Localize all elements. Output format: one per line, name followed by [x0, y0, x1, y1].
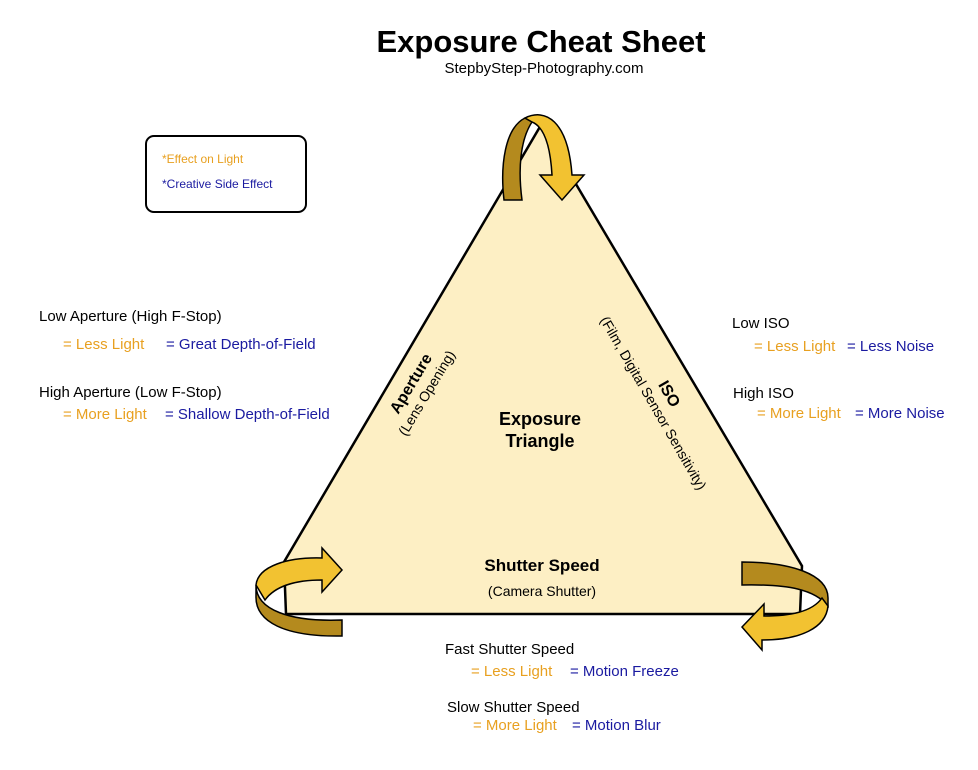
slow-shutter-light: = More Light [473, 717, 557, 734]
page-title: Exposure Cheat Sheet [376, 24, 706, 59]
high-aperture-light: = More Light [63, 406, 147, 423]
slow-shutter-creative: = Motion Blur [572, 717, 661, 734]
high-aperture-creative: = Shallow Depth-of-Field [165, 406, 330, 423]
low-iso-creative: = Less Noise [847, 338, 935, 355]
legend-box [145, 135, 307, 213]
fast-shutter-heading: Fast Shutter Speed [445, 641, 575, 658]
high-aperture-heading: High Aperture (Low F-Stop) [39, 384, 222, 401]
triangle-center-line1: Exposure [498, 409, 582, 429]
exposure-triangle [282, 122, 804, 616]
shutter-sub-label: (Camera Shutter) [487, 583, 597, 599]
legend-creative-side-effect: *Creative Side Effect [162, 177, 273, 191]
high-iso-creative: = More Noise [855, 405, 945, 422]
low-iso-light: = Less Light [754, 338, 836, 355]
bottom-left-cycle-arrow-icon [255, 546, 344, 637]
fast-shutter-light: = Less Light [471, 663, 553, 680]
shutter-label: Shutter Speed [484, 556, 600, 575]
high-iso-light: = More Light [757, 405, 841, 422]
low-aperture-light: = Less Light [63, 336, 145, 353]
high-iso-heading: High ISO [733, 385, 794, 402]
page-subtitle: StepbyStep-Photography.com [444, 60, 644, 77]
slow-shutter-heading: Slow Shutter Speed [447, 699, 580, 716]
bottom-right-cycle-arrow-icon [740, 561, 829, 653]
legend-effect-on-light: *Effect on Light [162, 152, 244, 166]
triangle-center-label: Exposure Triangle [470, 408, 610, 452]
low-aperture-creative: = Great Depth-of-Field [166, 336, 316, 353]
triangle-center-line2: Triangle [505, 431, 575, 451]
low-aperture-heading: Low Aperture (High F-Stop) [39, 308, 222, 325]
low-iso-heading: Low ISO [732, 315, 790, 332]
fast-shutter-creative: = Motion Freeze [570, 663, 679, 680]
top-cycle-arrow-icon [501, 114, 586, 202]
